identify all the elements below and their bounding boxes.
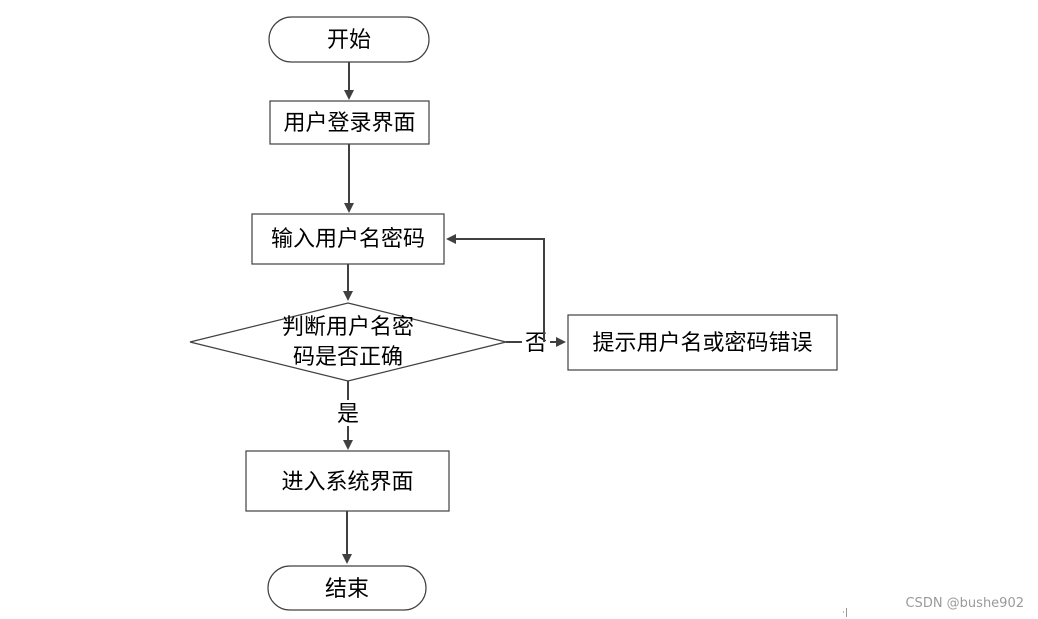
login-page-node: 用户登录界面 [269, 100, 430, 145]
stray-mark: ·| [842, 608, 848, 618]
login-page-label: 用户登录界面 [283, 111, 415, 136]
watermark: CSDN @bushe902 [905, 596, 1024, 611]
yes-label: 是 [337, 402, 359, 427]
start-label: 开始 [327, 28, 371, 53]
decision-label-line2: 码是否正确 [293, 345, 403, 370]
error-message-node: 提示用户名或密码错误 [567, 314, 838, 371]
error-message-label: 提示用户名或密码错误 [592, 331, 812, 356]
input-credentials-node: 输入用户名密码 [251, 213, 445, 265]
system-page-label: 进入系统界面 [281, 470, 413, 495]
yes-label-background [334, 400, 362, 426]
decision-label-line1: 判断用户名密 [282, 315, 414, 340]
system-page-node: 进入系统界面 [245, 450, 450, 512]
start-node: 开始 [268, 16, 430, 63]
end-node: 结束 [267, 565, 427, 611]
end-label: 结束 [325, 577, 369, 602]
input-credentials-label: 输入用户名密码 [271, 227, 425, 252]
no-label-background [522, 329, 550, 355]
check-credentials-decision: 判断用户名密 码是否正确 [189, 302, 507, 382]
no-label: 否 [525, 331, 547, 356]
arrow-loop-back-to-input [446, 234, 545, 342]
